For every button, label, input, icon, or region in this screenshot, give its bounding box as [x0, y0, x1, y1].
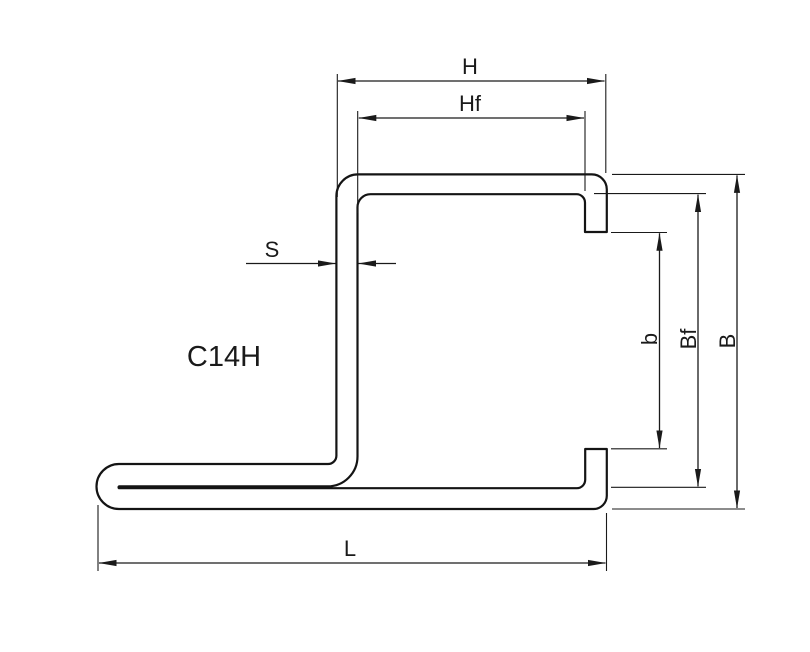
- dim-label-B: B: [715, 334, 740, 349]
- profile-designation: C14H: [187, 341, 261, 373]
- dim-label-L: L: [344, 536, 356, 561]
- dim-label-Bf: Bf: [676, 328, 701, 350]
- dim-label-b: b: [637, 333, 662, 345]
- dim-label-H: H: [462, 54, 478, 79]
- dim-label-Hf: Hf: [459, 91, 482, 116]
- profile-outline: [95, 173, 608, 511]
- dim-label-S: S: [265, 237, 280, 262]
